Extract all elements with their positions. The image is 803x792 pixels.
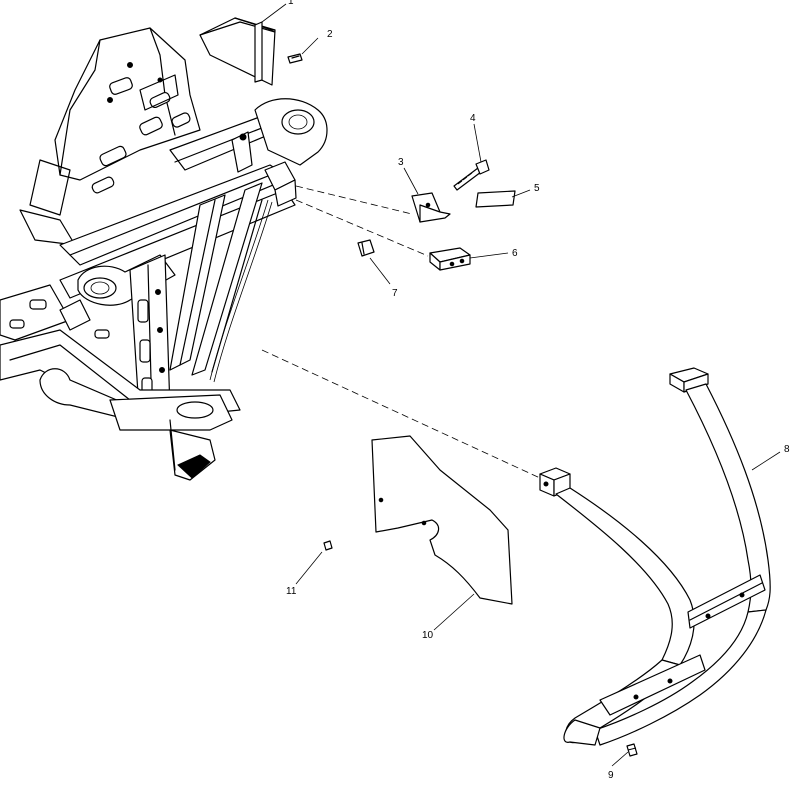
callout-1: 1 bbox=[288, 0, 294, 7]
part-9-bolt bbox=[626, 743, 638, 757]
callout-10: 10 bbox=[422, 630, 434, 641]
callout-5: 5 bbox=[534, 183, 540, 194]
part-11-screw bbox=[323, 540, 333, 551]
part-8-bumper bbox=[539, 367, 771, 746]
callout-2: 2 bbox=[327, 29, 333, 40]
callout-9: 9 bbox=[608, 770, 614, 781]
alignment-lines bbox=[261, 185, 541, 479]
leader-lines bbox=[261, 3, 781, 767]
part-10-plate bbox=[371, 435, 513, 605]
callout-7: 7 bbox=[392, 288, 398, 299]
part-7-clip bbox=[357, 239, 375, 257]
part-5-decal bbox=[475, 190, 516, 208]
callout-8: 8 bbox=[784, 444, 790, 455]
part-2-screw bbox=[287, 53, 303, 64]
callout-4: 4 bbox=[470, 113, 476, 124]
part-6-block bbox=[429, 247, 471, 271]
frame-assembly bbox=[0, 27, 328, 481]
part-1-bracket-plate bbox=[199, 17, 276, 86]
part-4-bolt bbox=[453, 159, 490, 191]
callout-labels: 1 2 3 4 5 6 7 8 9 10 11 bbox=[286, 0, 790, 781]
part-3-mounting-plate bbox=[411, 192, 451, 223]
callout-6: 6 bbox=[512, 248, 518, 259]
callout-3: 3 bbox=[398, 157, 404, 168]
callout-11: 11 bbox=[286, 586, 297, 597]
